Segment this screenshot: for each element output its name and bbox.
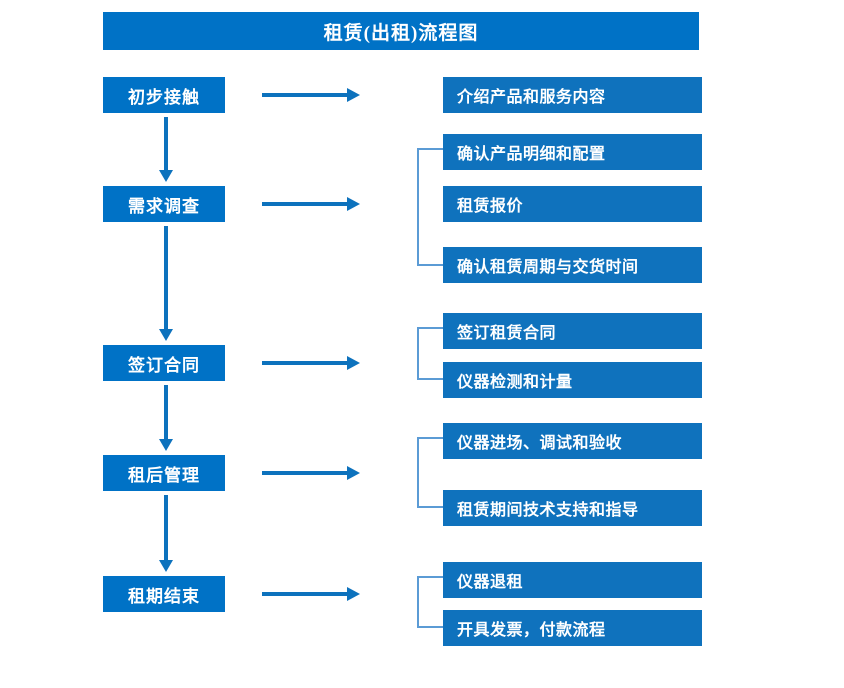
- flow-arrow-right: [262, 197, 360, 211]
- arrow-head: [159, 439, 173, 451]
- arrow-head: [159, 329, 173, 341]
- flow-arrow-down: [159, 495, 173, 572]
- detail-box[interactable]: 签订租赁合同: [443, 313, 702, 349]
- arrow-head: [347, 587, 360, 601]
- arrow-shaft: [262, 93, 348, 97]
- arrow-head: [347, 466, 360, 480]
- detail-box[interactable]: 仪器退租: [443, 562, 702, 598]
- group-bracket: [417, 437, 443, 508]
- detail-box[interactable]: 仪器进场、调试和验收: [443, 423, 702, 459]
- stage-box[interactable]: 签订合同: [103, 345, 225, 381]
- arrow-shaft: [262, 592, 348, 596]
- group-bracket: [417, 576, 443, 628]
- arrow-shaft: [262, 202, 348, 206]
- stage-box[interactable]: 租后管理: [103, 455, 225, 491]
- arrow-shaft: [164, 495, 168, 561]
- detail-box[interactable]: 开具发票，付款流程: [443, 610, 702, 646]
- detail-box[interactable]: 仪器检测和计量: [443, 362, 702, 398]
- arrow-shaft: [262, 471, 348, 475]
- flow-arrow-right: [262, 466, 360, 480]
- arrow-shaft: [164, 117, 168, 171]
- arrow-head: [347, 197, 360, 211]
- arrow-shaft: [262, 361, 348, 365]
- group-bracket: [417, 327, 443, 380]
- group-bracket: [417, 148, 443, 266]
- arrow-head: [347, 356, 360, 370]
- arrow-head: [159, 170, 173, 182]
- flow-arrow-down: [159, 117, 173, 182]
- flow-arrow-right: [262, 587, 360, 601]
- arrow-shaft: [164, 385, 168, 440]
- flow-arrow-down: [159, 226, 173, 341]
- arrow-head: [159, 560, 173, 572]
- detail-box[interactable]: 租赁报价: [443, 186, 702, 222]
- stage-box[interactable]: 需求调查: [103, 186, 225, 222]
- stage-box[interactable]: 初步接触: [103, 77, 225, 113]
- arrow-head: [347, 88, 360, 102]
- arrow-shaft: [164, 226, 168, 330]
- flow-arrow-right: [262, 88, 360, 102]
- flowchart-title: 租赁(出租)流程图: [103, 12, 699, 50]
- flow-arrow-right: [262, 356, 360, 370]
- stage-box[interactable]: 租期结束: [103, 576, 225, 612]
- detail-box[interactable]: 确认产品明细和配置: [443, 134, 702, 170]
- detail-box[interactable]: 介绍产品和服务内容: [443, 77, 702, 113]
- flow-arrow-down: [159, 385, 173, 451]
- detail-box[interactable]: 租赁期间技术支持和指导: [443, 490, 702, 526]
- detail-box[interactable]: 确认租赁周期与交货时间: [443, 247, 702, 283]
